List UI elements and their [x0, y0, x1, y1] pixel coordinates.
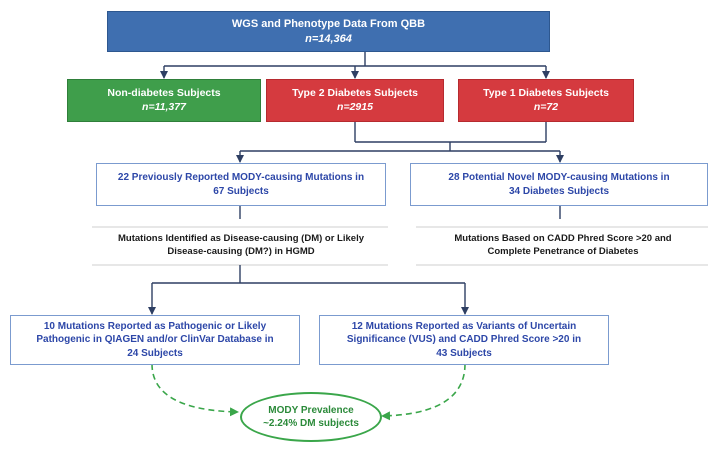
type1-diabetes-label: Type 1 Diabetes Subjects — [483, 86, 609, 99]
mody-prevalence-oval: MODY Prevalence ~2.24% DM subjects — [240, 392, 382, 442]
novel-mutations-box: 28 Potential Novel MODY-causing Mutation… — [410, 163, 708, 206]
pathogenic-line2: Pathogenic in QIAGEN and/or ClinVar Data… — [36, 334, 274, 346]
dashed-arrows-to-prevalence — [151, 363, 466, 421]
vus-line1: 12 Mutations Reported as Variants of Unc… — [351, 321, 577, 333]
cadd-criteria-line1: Mutations Based on CADD Phred Score >20 … — [454, 233, 672, 245]
hgmd-criteria-box: Mutations Identified as Disease-causing … — [96, 228, 386, 264]
pathogenic-line1: 10 Mutations Reported as Pathogenic or L… — [43, 321, 267, 333]
previously-reported-line1: 22 Previously Reported MODY-causing Muta… — [117, 172, 365, 184]
non-diabetes-label: Non-diabetes Subjects — [107, 86, 221, 99]
type1-diabetes-box: Type 1 Diabetes Subjects n=72 — [458, 79, 634, 122]
hgmd-criteria-line1: Mutations Identified as Disease-causing … — [118, 233, 364, 245]
type2-diabetes-box: Type 2 Diabetes Subjects n=2915 — [266, 79, 444, 122]
pathogenic-line3: 24 Subjects — [127, 347, 183, 359]
connector-hgmd-to-results — [148, 265, 469, 315]
mody-prevalence-value: ~2.24% DM subjects — [263, 418, 359, 429]
non-diabetes-box: Non-diabetes Subjects n=11,377 — [67, 79, 261, 122]
novel-mutations-line2: 34 Diabetes Subjects — [508, 185, 610, 197]
cadd-criteria-box: Mutations Based on CADD Phred Score >20 … — [418, 228, 708, 264]
data-source-box: WGS and Phenotype Data From QBB n=14,364 — [107, 11, 550, 52]
type2-diabetes-label: Type 2 Diabetes Subjects — [292, 86, 418, 99]
hgmd-criteria-line2: Disease-causing (DM?) in HGMD — [167, 246, 315, 257]
pathogenic-mutations-box: 10 Mutations Reported as Pathogenic or L… — [10, 315, 300, 365]
cadd-criteria-line2: Complete Penetrance of Diabetes — [487, 246, 639, 257]
type2-diabetes-count: n=2915 — [337, 100, 373, 113]
previously-reported-line2: 67 Subjects — [213, 185, 269, 197]
novel-mutations-line1: 28 Potential Novel MODY-causing Mutation… — [448, 172, 670, 184]
type1-diabetes-count: n=72 — [533, 100, 559, 113]
data-source-title: WGS and Phenotype Data From QBB — [231, 17, 426, 30]
vus-mutations-box: 12 Mutations Reported as Variants of Unc… — [319, 315, 609, 365]
non-diabetes-count: n=11,377 — [142, 100, 186, 113]
vus-line3: 43 Subjects — [436, 347, 492, 359]
data-source-count: n=14,364 — [305, 32, 352, 45]
previously-reported-box: 22 Previously Reported MODY-causing Muta… — [96, 163, 386, 206]
connector-diabetes-to-branches — [236, 122, 564, 163]
vus-line2: Significance (VUS) and CADD Phred Score … — [346, 334, 582, 346]
mody-prevalence-title: MODY Prevalence — [268, 405, 354, 416]
connector-branch-to-criteria — [239, 206, 561, 219]
connector-top-to-groups — [160, 52, 550, 79]
